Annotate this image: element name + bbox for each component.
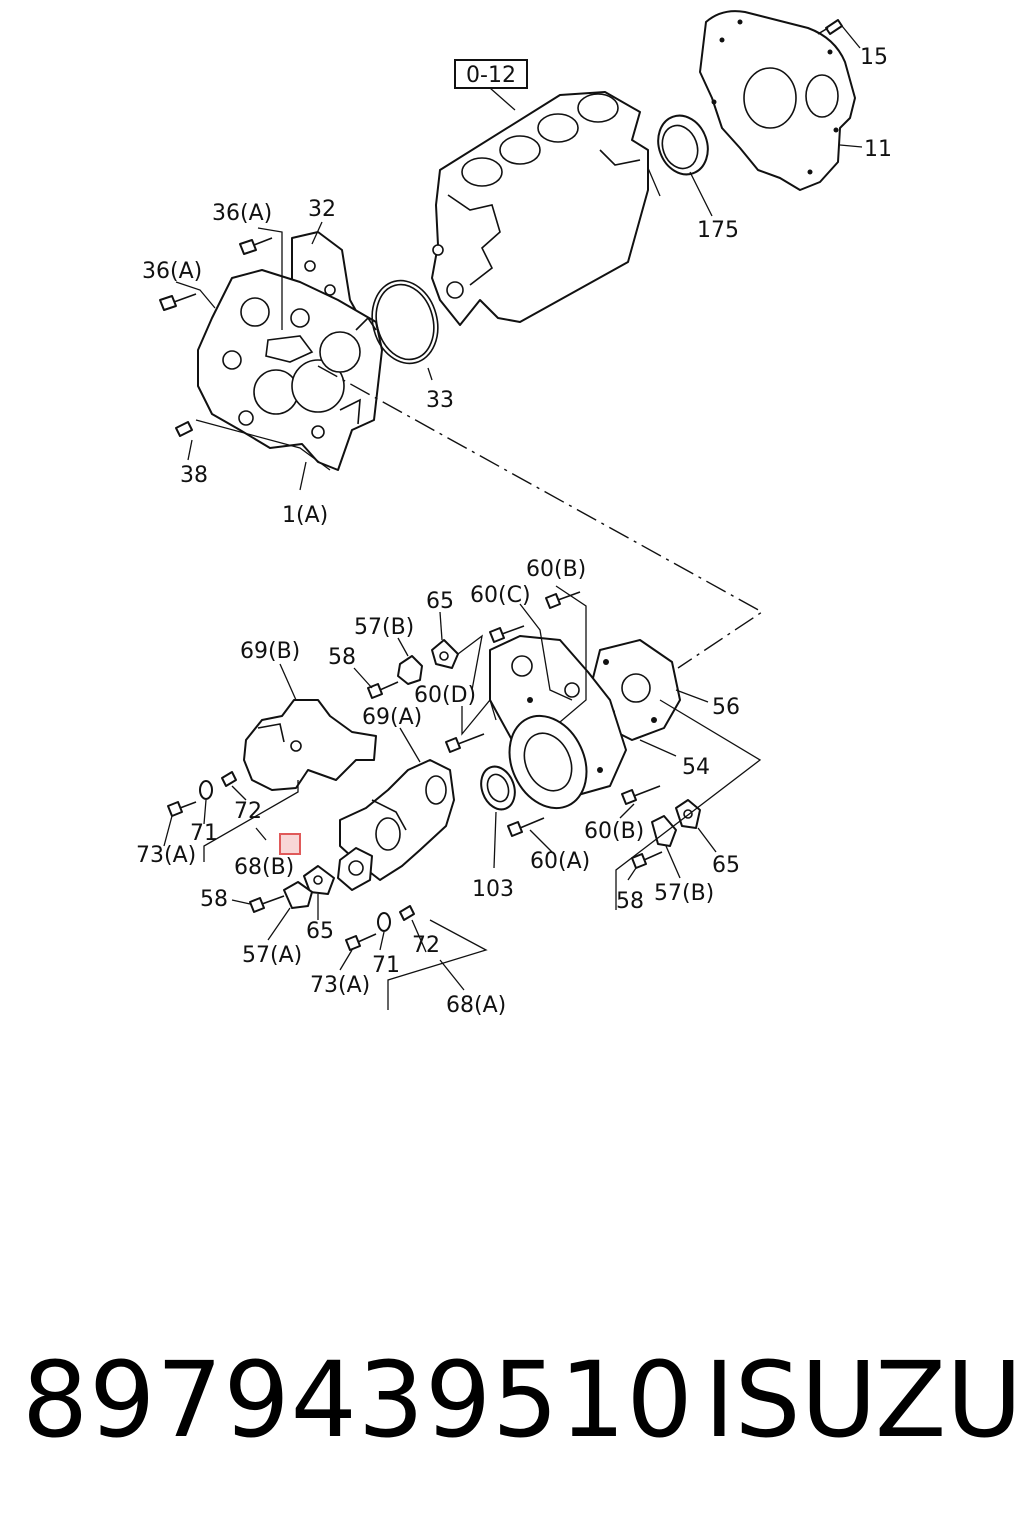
brand-name: ISUZU bbox=[704, 1339, 1023, 1461]
washer-71-bottom bbox=[377, 912, 391, 932]
callout-65-mid: 65 bbox=[306, 919, 334, 944]
bolt-73a-bottom-icon bbox=[345, 933, 377, 951]
bolt-60b-low-icon bbox=[621, 785, 661, 805]
timing-cover-69a bbox=[339, 759, 455, 881]
callout-71-bottom: 71 bbox=[372, 953, 400, 978]
callout-32: 32 bbox=[308, 197, 336, 222]
callout-103: 103 bbox=[472, 877, 514, 902]
bolt-60c-icon bbox=[489, 625, 525, 643]
callout-38: 38 bbox=[180, 463, 208, 488]
seal-flange bbox=[508, 714, 588, 810]
part-number: 8979439510 bbox=[22, 1339, 694, 1461]
callout-36a-left: 36(A) bbox=[142, 259, 202, 284]
callout-60a: 60(A) bbox=[530, 849, 590, 874]
callout-58-right: 58 bbox=[616, 889, 644, 914]
o-ring-33 bbox=[371, 279, 439, 365]
callout-60b-top: 60(B) bbox=[526, 557, 586, 582]
cylinder-block bbox=[431, 91, 661, 326]
callout-56: 56 bbox=[712, 695, 740, 720]
callout-69b: 69(B) bbox=[240, 639, 300, 664]
callout-1a: 1(A) bbox=[282, 503, 328, 528]
bolt-60a-icon bbox=[507, 817, 545, 837]
cover-57b-top bbox=[397, 655, 423, 685]
callout-57b-right: 57(B) bbox=[654, 881, 714, 906]
gasket-65-right bbox=[675, 799, 701, 829]
timing-gear-case bbox=[197, 269, 383, 471]
bolt-58-right-icon bbox=[631, 851, 663, 869]
washer-71-left bbox=[199, 780, 213, 800]
bolt-73a-left-icon bbox=[167, 801, 197, 817]
callout-60d: 60(D) bbox=[414, 683, 476, 708]
bolt-36a-left-icon bbox=[159, 293, 197, 311]
bolt-36a-top-icon bbox=[239, 237, 273, 255]
bolt-58-left-icon bbox=[249, 895, 285, 913]
callout-57b-top: 57(B) bbox=[354, 615, 414, 640]
oil-seal-103 bbox=[480, 765, 516, 811]
pin-72-bottom bbox=[399, 905, 415, 921]
callout-58-left: 58 bbox=[200, 887, 228, 912]
bolt-15-icon bbox=[817, 19, 843, 35]
callout-15: 15 bbox=[860, 45, 888, 70]
callout-73a-bottom: 73(A) bbox=[310, 973, 370, 998]
rear-oil-seal bbox=[657, 114, 709, 176]
bolt-60b-top-icon bbox=[545, 591, 581, 609]
highlight-marker bbox=[279, 833, 301, 855]
callout-68b: 68(B) bbox=[234, 855, 294, 880]
cover-57a bbox=[283, 881, 313, 909]
callout-60b-low: 60(B) bbox=[584, 819, 644, 844]
callout-65-right: 65 bbox=[712, 853, 740, 878]
callout-65-top: 65 bbox=[426, 589, 454, 614]
callout-72-bottom: 72 bbox=[412, 933, 440, 958]
inner-cover bbox=[337, 847, 373, 891]
cover-57b-right bbox=[651, 815, 677, 847]
rear-plate bbox=[699, 10, 856, 191]
gasket-65-top bbox=[431, 639, 459, 669]
bolt-60d-icon bbox=[445, 733, 485, 753]
reference-box bbox=[454, 59, 528, 89]
callout-60c: 60(C) bbox=[470, 583, 531, 608]
callout-71-left: 71 bbox=[190, 821, 218, 846]
pin-72-left bbox=[221, 771, 237, 787]
bolt-58-top-icon bbox=[367, 681, 399, 699]
timing-cover-69b bbox=[243, 699, 377, 791]
callout-58-top: 58 bbox=[328, 645, 356, 670]
callout-72-left: 72 bbox=[234, 799, 262, 824]
callout-57a: 57(A) bbox=[242, 943, 302, 968]
reference-box-label: 0-12 bbox=[466, 63, 516, 88]
callout-54: 54 bbox=[682, 755, 710, 780]
callout-11: 11 bbox=[864, 137, 892, 162]
dowel-pin-38 bbox=[175, 421, 193, 437]
callout-33: 33 bbox=[426, 388, 454, 413]
callout-69a: 69(A) bbox=[362, 705, 422, 730]
callout-73a-left: 73(A) bbox=[136, 843, 196, 868]
callout-68a: 68(A) bbox=[446, 993, 506, 1018]
callout-36a-top: 36(A) bbox=[212, 201, 272, 226]
callout-175: 175 bbox=[697, 218, 739, 243]
